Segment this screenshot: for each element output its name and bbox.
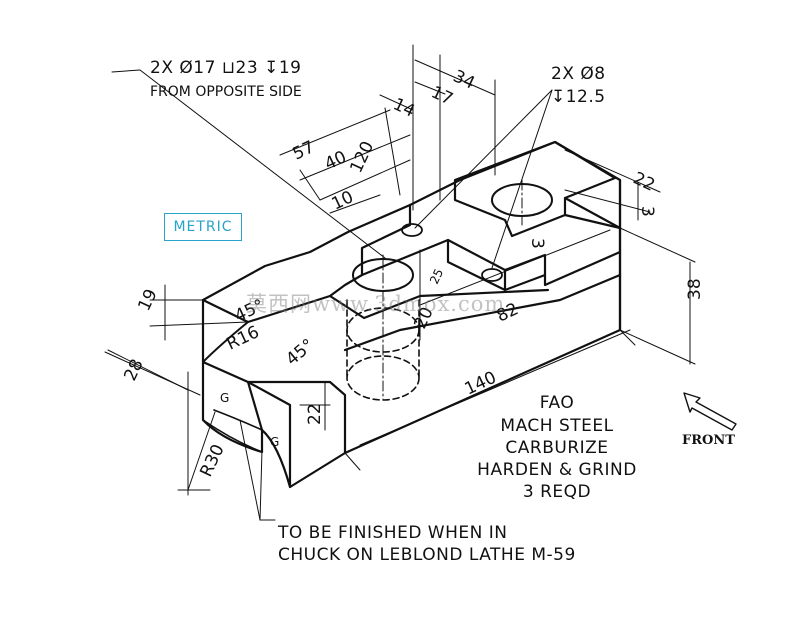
- right-end-diag: [563, 196, 622, 230]
- top-left-pad: [201, 203, 412, 324]
- dim-3-slot: 3: [527, 238, 547, 249]
- finish-mark-g1: G: [220, 391, 229, 405]
- dim-25: 25: [427, 267, 446, 287]
- slot-left: [446, 238, 507, 292]
- dim-19: 19: [134, 286, 161, 314]
- dim-38: 38: [685, 278, 705, 300]
- dim-140: 140: [462, 368, 500, 400]
- dim-r16: R16: [224, 322, 263, 354]
- front-label: FRONT: [682, 433, 735, 448]
- finish-note-line-2: CHUCK ON LEBLOND LATHE M-59: [278, 545, 576, 565]
- bottom-edge: [288, 451, 347, 489]
- dim-34: 34: [450, 66, 478, 93]
- front-top-edge: [343, 273, 622, 352]
- top-front-long: [328, 288, 550, 320]
- callout-small-hole-2: ↧12.5: [551, 87, 606, 107]
- dim-120: 120: [346, 138, 378, 176]
- material-notes: FAO MACH STEEL CARBURIZE HARDEN & GRIND …: [477, 393, 637, 502]
- callout-small-hole-1: 2X Ø8: [551, 64, 606, 84]
- finish-mark-g2: G: [270, 435, 279, 449]
- r16-arc: [202, 321, 249, 363]
- dim-40: 40: [322, 147, 350, 174]
- front-label-group: FRONT: [682, 433, 735, 448]
- small-hole-2: [481, 268, 503, 282]
- dim-28: 28: [120, 356, 147, 384]
- lower-left-notch: [246, 380, 292, 489]
- dim-22-top: 22: [630, 168, 658, 195]
- dim-14: 14: [390, 94, 418, 121]
- step-front-edge: [360, 238, 622, 287]
- callout-large-hole-2: FROM OPPOSITE SIDE: [150, 84, 302, 100]
- note-line-5: 3 REQD: [523, 482, 591, 502]
- finish-marks: G G: [220, 391, 279, 449]
- dim-22-front: 22: [305, 403, 325, 425]
- front-arrow-icon: [683, 392, 737, 431]
- slot-bottom: [503, 273, 547, 292]
- finish-note: TO BE FINISHED WHEN IN CHUCK ON LEBLOND …: [277, 523, 576, 565]
- dim-r30: R30: [196, 441, 228, 480]
- callout-large-hole-1: 2X Ø17 ⊔23 ↧19: [150, 58, 301, 78]
- dim-10: 10: [329, 187, 357, 214]
- r30-arc: [202, 419, 263, 453]
- right-top-step: [563, 213, 622, 230]
- note-line-4: HARDEN & GRIND: [477, 460, 637, 480]
- small-hole-1: [401, 223, 423, 237]
- dim-45-right: 45°: [282, 335, 318, 370]
- note-line-3: CARBURIZE: [505, 438, 608, 458]
- left-arcs: [202, 321, 263, 453]
- metric-badge: METRIC: [164, 213, 242, 241]
- finish-note-line-1: TO BE FINISHED WHEN IN: [277, 523, 508, 543]
- callout-notes: 2X Ø17 ⊔23 ↧19 FROM OPPOSITE SIDE 2X Ø8 …: [150, 58, 606, 107]
- dimension-lines: [104, 44, 696, 521]
- note-line-2: MACH STEEL: [500, 416, 613, 436]
- note-line-1: FAO: [540, 393, 574, 413]
- dim-17: 17: [428, 82, 456, 109]
- r30-inner: [213, 409, 263, 431]
- dim-3-right: 3: [637, 206, 657, 217]
- watermark: 莫西网www.3dmox.com: [246, 292, 506, 316]
- metric-label: METRIC: [173, 219, 233, 235]
- part-outline: [201, 140, 622, 489]
- holes: [346, 179, 553, 401]
